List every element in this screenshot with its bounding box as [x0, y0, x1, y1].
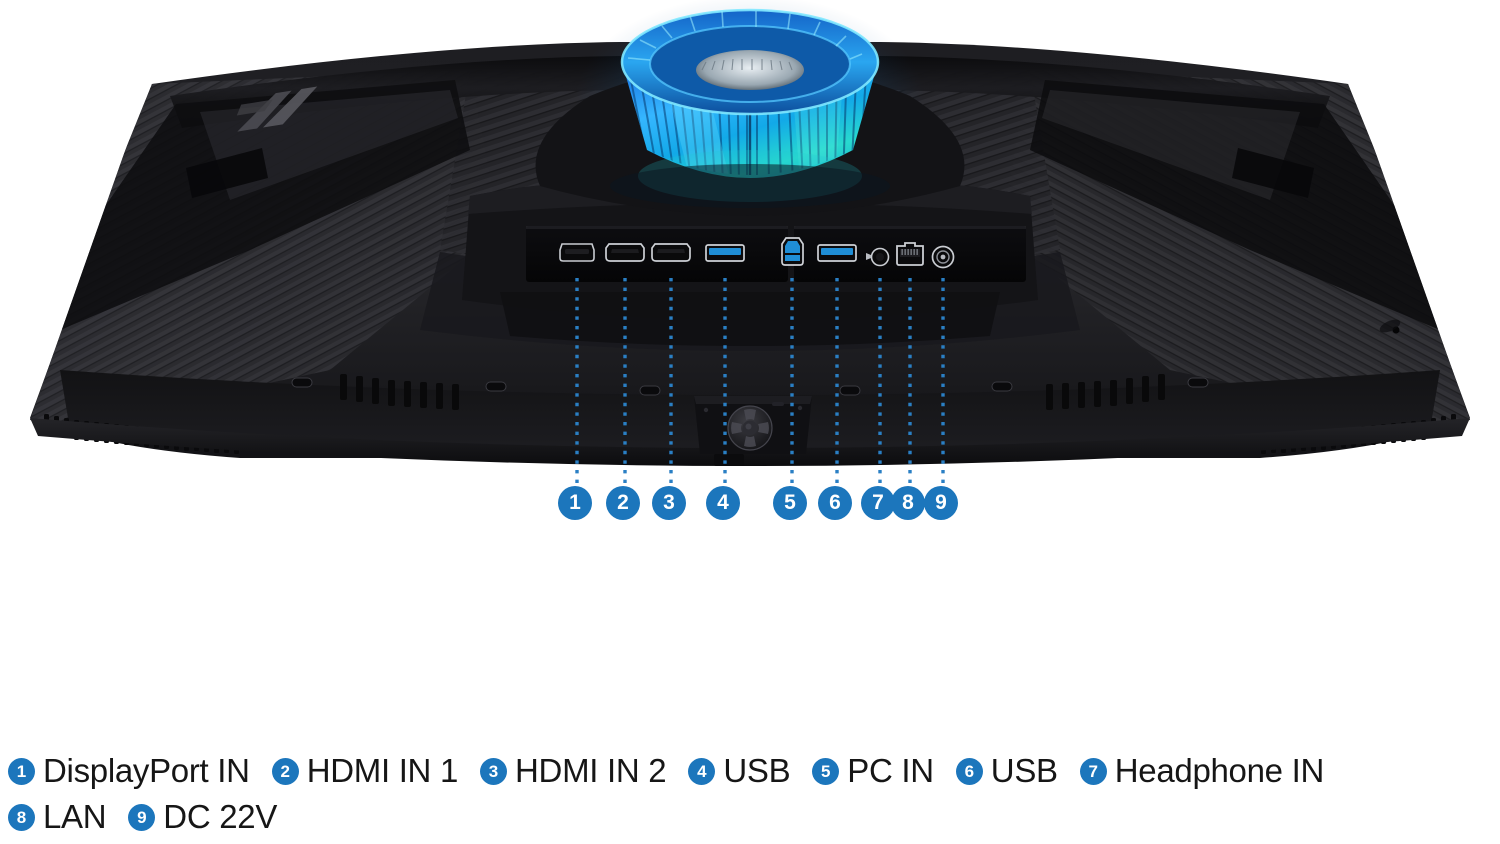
five-way-joystick	[727, 405, 773, 451]
legend-label-hdmi-in-2: HDMI IN 2	[515, 752, 667, 789]
port-usb-a-2	[817, 244, 857, 262]
port-hdmi-2	[651, 243, 691, 262]
legend-item-6: 6 USB	[955, 752, 1058, 790]
port-usb-b	[781, 237, 804, 266]
legend-row-2: 8 LAN 9 DC 22V	[8, 794, 1500, 840]
port-displayport	[559, 243, 595, 262]
callout-badge-2: 2	[606, 486, 640, 520]
rog-emblem-icon	[236, 86, 318, 132]
legend-badge-4: 4	[688, 757, 716, 785]
legend-badge-7: 7	[1079, 757, 1107, 785]
callout-badge-7: 7	[861, 486, 895, 520]
vent-slots-left	[340, 374, 459, 410]
legend-badge-5: 5	[812, 757, 840, 785]
callout-badge-6: 6	[818, 486, 852, 520]
legend-item-2: 2 HDMI IN 1	[271, 752, 459, 790]
legend-badge-6: 6	[955, 757, 983, 785]
legend-item-3: 3 HDMI IN 2	[480, 752, 667, 790]
legend-badge-8: 8	[8, 803, 35, 831]
callout-badge-5: 5	[773, 486, 807, 520]
monitor-chassis	[30, 0, 1470, 466]
port-headphone	[866, 247, 890, 267]
port-lan	[896, 242, 924, 266]
monitor-rear-photo	[30, 0, 1470, 484]
legend-row-1: 1 DisplayPort IN 2 HDMI IN 1 3 HDMI IN 2…	[8, 748, 1500, 794]
callout-badge-9: 9	[924, 486, 958, 520]
legend-item-1: 1 DisplayPort IN	[8, 752, 250, 790]
legend-label-hdmi-in-1: HDMI IN 1	[306, 752, 459, 789]
legend-item-7: 7 Headphone IN	[1079, 752, 1325, 790]
legend-label-usb-2: USB	[990, 752, 1058, 789]
port-usb-a-1	[705, 244, 745, 262]
legend-label-dc-22v: DC 22V	[163, 798, 278, 835]
port-hdmi-1	[605, 243, 645, 262]
callout-badge-4: 4	[706, 486, 740, 520]
legend-item-8: 8 LAN	[8, 798, 107, 836]
port-dc-power	[931, 245, 955, 269]
legend-badge-9: 9	[128, 803, 156, 831]
legend-item-4: 4 USB	[688, 752, 791, 790]
callout-badge-8: 8	[891, 486, 925, 520]
joystick-module	[694, 396, 812, 466]
legend-label-pc-in: PC IN	[847, 752, 934, 789]
bottom-bezel	[30, 418, 1470, 466]
legend-item-9: 9 DC 22V	[128, 798, 277, 836]
vent-slots-right	[1046, 374, 1165, 410]
legend-label-lan: LAN	[43, 798, 107, 835]
port-connectors	[559, 237, 955, 269]
legend-badge-3: 3	[480, 757, 508, 785]
callout-badge-1: 1	[558, 486, 592, 520]
legend-label-usb-1: USB	[723, 752, 791, 789]
legend-label-headphone-in: Headphone IN	[1114, 752, 1325, 789]
port-legend: 1 DisplayPort IN 2 HDMI IN 1 3 HDMI IN 2…	[8, 748, 1500, 840]
callout-badge-3: 3	[652, 486, 686, 520]
callout-badges: 1 2 3 4 5 6 7 8 9	[0, 486, 1500, 526]
legend-badge-2: 2	[271, 757, 299, 785]
legend-label-displayport-in: DisplayPort IN	[43, 752, 250, 789]
rgb-light-ring	[535, 0, 965, 216]
legend-badge-1: 1	[8, 757, 35, 785]
legend-item-5: 5 PC IN	[812, 752, 934, 790]
